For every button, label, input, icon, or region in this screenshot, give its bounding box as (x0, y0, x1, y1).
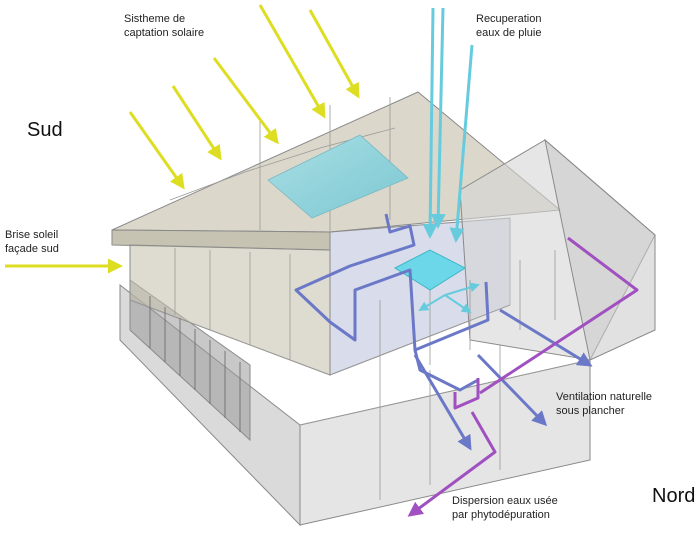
rain-line-3 (449, 44, 474, 243)
label-solar-capture: Sistheme de captation solaire (124, 13, 205, 39)
sun-ray-5 (308, 9, 360, 99)
sun-rays (128, 4, 360, 190)
sun-ray-2 (171, 85, 222, 161)
wastewater-drop (453, 378, 480, 410)
water-tank (393, 249, 467, 291)
label-wastewater: Dispersion eaux usée par phytodépuration (452, 495, 558, 521)
wastewater-main (479, 236, 639, 395)
rain-line-2 (430, 7, 446, 229)
label-rainwater: Recuperation eaux de pluie (476, 13, 542, 39)
label-sud: Sud (27, 119, 63, 141)
solar-panel (267, 134, 409, 219)
vent-arrow-3 (499, 308, 593, 367)
vent-arrow-1 (413, 354, 472, 451)
vent-arrow-2 (476, 353, 548, 427)
tank-distribution-arrows (418, 282, 480, 314)
label-ventilation: Ventilation naturelle sous plancher (556, 391, 653, 417)
sun-ray-4 (258, 4, 326, 119)
rain-line-1 (422, 7, 438, 239)
north-volume-side (544, 138, 656, 361)
facade-mullions (149, 296, 241, 432)
label-nord: Nord (652, 485, 696, 507)
wastewater-outlet (407, 411, 497, 517)
label-brise-soleil: Brise soleil façade sud (5, 229, 59, 255)
rainwater-lines (422, 7, 474, 243)
sun-ray-1 (128, 111, 185, 190)
wastewater-lines (407, 236, 639, 517)
sun-ray-3 (212, 57, 279, 145)
interior-partitions (129, 97, 591, 500)
south-facade (129, 279, 251, 442)
ventilation-ducts (294, 213, 593, 451)
